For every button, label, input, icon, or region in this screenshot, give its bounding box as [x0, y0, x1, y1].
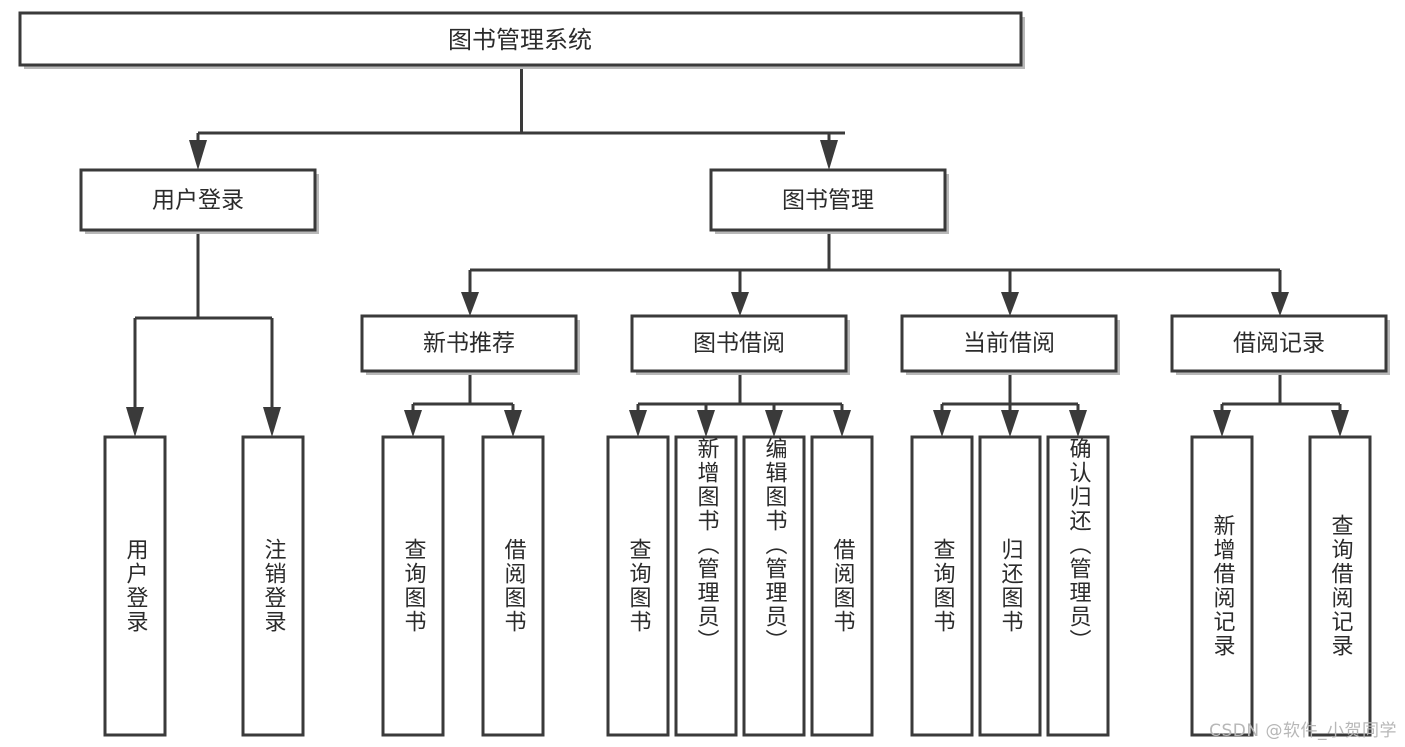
node-root-label: 图书管理系统: [448, 26, 592, 54]
node-book-borrow-label: 图书借阅: [693, 331, 785, 357]
arrowhead-bookmgmt: [820, 140, 838, 170]
leaf-node-bookborrow-query[interactable]: [606, 435, 670, 737]
node-user-login-label: 用户登录: [152, 188, 244, 214]
leaf-box-bookborrow-borrow: [810, 435, 874, 737]
arrowhead-leaf-borrowrecord-1: [1213, 410, 1231, 437]
arrowhead-leaf-bookborrow-1: [629, 410, 647, 437]
leaf-box-newbook-query: [381, 435, 445, 737]
node-user-login-box: [79, 168, 317, 232]
node-current-borrow-label: 当前借阅: [963, 331, 1055, 357]
node-new-book-recommend-box: [360, 314, 578, 373]
leaf-box-user-login-login: [103, 435, 167, 737]
arrowhead-leaf-currentborrow-3: [1069, 410, 1087, 437]
csdn-watermark: CSDN @软件_小贺同学: [1209, 721, 1397, 741]
node-borrow-record[interactable]: 借阅记录: [1170, 314, 1390, 375]
node-book-management[interactable]: 图书管理: [709, 168, 949, 234]
arrowhead-leaf-currentborrow-1: [933, 410, 951, 437]
node-book-management-label: 图书管理: [782, 188, 874, 214]
leaf-node-currentborrow-return[interactable]: [978, 435, 1042, 737]
node-new-book-recommend-label: 新书推荐: [423, 331, 515, 357]
node-root[interactable]: 图书管理系统: [18, 11, 1025, 69]
node-current-borrow-box: [900, 314, 1118, 373]
leaf-node-user-login-logout[interactable]: [241, 435, 305, 737]
leaf-node-bookborrow-borrow[interactable]: [810, 435, 874, 737]
arrowhead-newbook: [461, 292, 479, 316]
node-borrow-record-box: [1170, 314, 1388, 373]
leaf-node-user-login-login[interactable]: [103, 435, 167, 737]
node-root-box: [18, 11, 1023, 67]
leaf-box-currentborrow-return: [978, 435, 1042, 737]
leaf-box-currentborrow-confirm: [1046, 435, 1110, 737]
node-current-borrow[interactable]: 当前借阅: [900, 314, 1120, 375]
arrowhead-leaf-bookborrow-2: [697, 410, 715, 437]
leaf-node-currentborrow-query[interactable]: [910, 435, 974, 737]
node-new-book-recommend[interactable]: 新书推荐: [360, 314, 580, 375]
leaf-box-currentborrow-query: [910, 435, 974, 737]
leaf-node-borrowrecord-query[interactable]: [1308, 435, 1372, 737]
leaf-box-bookborrow-query: [606, 435, 670, 737]
arrowhead-leaf-bookborrow-4: [833, 410, 851, 437]
node-book-borrow-box: [630, 314, 848, 373]
arrowhead-leaf-newbook-2: [504, 410, 522, 437]
node-borrow-record-label: 借阅记录: [1233, 331, 1325, 357]
arrowhead-bookborrow: [731, 292, 749, 316]
leaf-node-currentborrow-confirm[interactable]: [1046, 435, 1110, 737]
arrowhead-leaf-currentborrow-2: [1001, 410, 1019, 437]
leaf-node-newbook-query[interactable]: [381, 435, 445, 737]
arrowhead-userlogin: [189, 140, 207, 170]
arrowhead-leaf-user-login-1: [126, 407, 144, 437]
leaf-box-borrowrecord-add: [1190, 435, 1254, 737]
leaf-box-bookborrow-edit: [742, 435, 806, 737]
leaf-box-borrowrecord-query: [1308, 435, 1372, 737]
node-book-borrow[interactable]: 图书借阅: [630, 314, 850, 375]
connector-group: [126, 67, 1349, 437]
leaf-box-user-login-logout: [241, 435, 305, 737]
arrowhead-leaf-bookborrow-3: [765, 410, 783, 437]
arrowhead-leaf-newbook-1: [404, 410, 422, 437]
leaf-box-newbook-borrow: [481, 435, 545, 737]
leaf-node-bookborrow-edit[interactable]: [742, 435, 806, 737]
leaf-node-bookborrow-add[interactable]: [674, 435, 738, 737]
leaf-node-newbook-borrow[interactable]: [481, 435, 545, 737]
arrowhead-leaf-borrowrecord-2: [1331, 410, 1349, 437]
arrowhead-leaf-user-login-2: [263, 407, 281, 437]
leaf-node-borrowrecord-add[interactable]: [1190, 435, 1254, 737]
arrowhead-borrowrecord: [1271, 292, 1289, 316]
arrowhead-currentborrow: [1001, 292, 1019, 316]
leaf-box-bookborrow-add: [674, 435, 738, 737]
node-book-management-box: [709, 168, 947, 232]
node-user-login[interactable]: 用户登录: [79, 168, 319, 234]
